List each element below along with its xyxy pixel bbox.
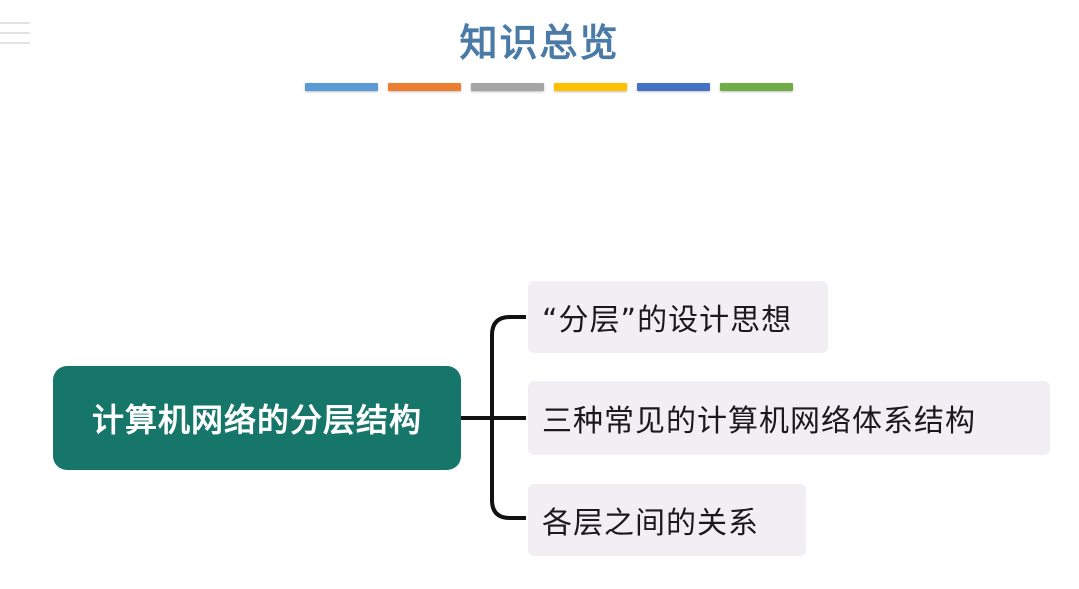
color-bar-row: [305, 83, 793, 91]
branch-node-layer-relations[interactable]: 各层之间的关系: [528, 484, 806, 556]
color-bar-5: [637, 83, 710, 91]
color-bar-1: [305, 83, 378, 91]
color-bar-2: [388, 83, 461, 91]
color-bar-6: [720, 83, 793, 91]
color-bar-4: [554, 83, 627, 91]
branch-node-architectures[interactable]: 三种常见的计算机网络体系结构: [528, 381, 1050, 455]
branch-node-design-idea[interactable]: “分层”的设计思想: [528, 281, 828, 353]
branch-bracket: [490, 315, 526, 520]
color-bar-3: [471, 83, 544, 91]
page-title: 知识总览: [459, 20, 620, 65]
root-node[interactable]: 计算机网络的分层结构: [53, 366, 461, 470]
corner-decoration: [0, 22, 30, 52]
